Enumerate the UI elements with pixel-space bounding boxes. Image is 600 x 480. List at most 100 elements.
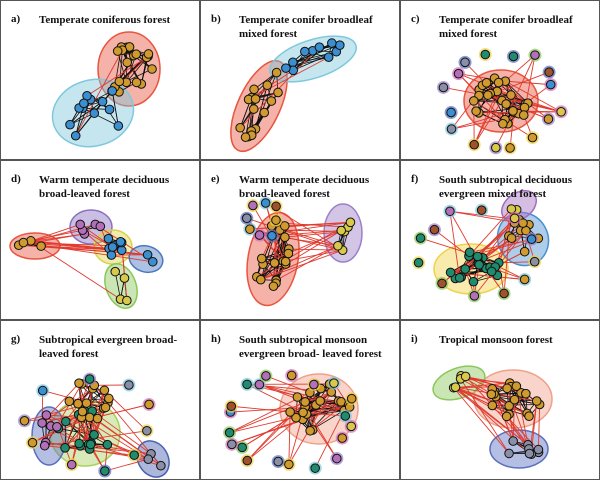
species-node bbox=[282, 64, 291, 73]
species-node bbox=[481, 50, 490, 59]
network-panel-a: a)Temperate coniferous forest bbox=[0, 0, 200, 160]
species-node bbox=[522, 389, 531, 398]
species-node bbox=[502, 412, 511, 421]
species-node bbox=[525, 449, 534, 458]
species-node bbox=[274, 88, 283, 97]
species-node bbox=[38, 386, 47, 395]
species-node bbox=[255, 380, 264, 389]
species-node bbox=[144, 50, 153, 59]
species-node bbox=[80, 99, 89, 108]
species-node bbox=[157, 461, 166, 470]
species-node bbox=[301, 47, 310, 56]
species-node bbox=[487, 390, 496, 399]
species-node bbox=[488, 401, 497, 410]
species-node bbox=[306, 426, 315, 435]
species-node bbox=[249, 105, 258, 114]
species-node bbox=[557, 107, 566, 116]
species-node bbox=[469, 277, 478, 286]
species-node bbox=[500, 289, 509, 298]
species-node bbox=[499, 119, 508, 128]
species-node bbox=[473, 252, 482, 261]
species-node bbox=[455, 274, 464, 283]
species-node bbox=[243, 456, 252, 465]
species-node bbox=[347, 422, 356, 431]
species-node bbox=[510, 395, 519, 404]
species-node bbox=[293, 393, 302, 402]
species-node bbox=[507, 234, 516, 243]
species-node bbox=[285, 460, 294, 469]
species-node bbox=[148, 257, 157, 266]
species-node bbox=[71, 131, 80, 140]
species-node bbox=[125, 381, 134, 390]
species-node bbox=[519, 111, 528, 120]
species-node bbox=[509, 52, 518, 61]
species-node bbox=[101, 403, 110, 412]
species-node bbox=[82, 399, 91, 408]
species-node bbox=[123, 296, 132, 305]
nodes bbox=[437, 48, 568, 154]
species-node bbox=[62, 417, 71, 426]
species-node bbox=[338, 434, 347, 443]
species-node bbox=[545, 68, 554, 77]
panel-label: c) bbox=[411, 13, 420, 25]
species-node bbox=[270, 259, 279, 268]
species-node bbox=[105, 394, 114, 403]
species-node bbox=[75, 439, 84, 448]
panel-label: i) bbox=[411, 333, 418, 345]
species-node bbox=[287, 371, 296, 380]
species-node bbox=[336, 41, 345, 50]
species-node bbox=[510, 214, 519, 223]
species-node bbox=[103, 440, 112, 449]
species-node bbox=[532, 397, 541, 406]
species-node bbox=[269, 282, 278, 291]
species-node bbox=[111, 267, 120, 276]
species-node bbox=[120, 274, 129, 283]
panel-title: Temperate conifer broadleaf mixed forest bbox=[439, 13, 597, 41]
species-node bbox=[289, 58, 298, 67]
species-node bbox=[465, 248, 474, 257]
species-node bbox=[487, 267, 496, 276]
species-node bbox=[19, 238, 28, 247]
species-node bbox=[472, 107, 481, 116]
species-node bbox=[439, 83, 448, 92]
species-node bbox=[78, 407, 87, 416]
species-node bbox=[101, 467, 110, 476]
panel-title: Tropical monsoon forest bbox=[439, 333, 597, 347]
panel-label: a) bbox=[11, 13, 20, 25]
species-node bbox=[544, 115, 553, 124]
species-node bbox=[116, 237, 125, 246]
species-node bbox=[315, 43, 324, 52]
species-node bbox=[272, 216, 281, 225]
species-node bbox=[286, 408, 295, 417]
network-panel-c: c) Temperate conifer broadleaf mixed fore… bbox=[400, 0, 600, 160]
species-node bbox=[20, 416, 29, 425]
species-node bbox=[241, 133, 250, 142]
species-node bbox=[76, 220, 85, 229]
species-node bbox=[525, 412, 534, 421]
species-node bbox=[75, 379, 84, 388]
species-node bbox=[531, 51, 540, 60]
species-node bbox=[243, 380, 252, 389]
species-node bbox=[446, 268, 455, 277]
panel-title: Warm temperate deciduous broad-leaved fo… bbox=[239, 173, 397, 201]
species-node bbox=[28, 438, 37, 447]
species-node bbox=[238, 443, 247, 452]
species-node bbox=[53, 422, 62, 431]
network-panel-d: d)Warm temperate deciduous broad-leaved … bbox=[0, 160, 200, 320]
species-node bbox=[260, 108, 269, 117]
network-panel-e: e)Warm temperate deciduous broad-leaved … bbox=[200, 160, 400, 320]
species-node bbox=[67, 460, 76, 469]
species-node bbox=[416, 234, 425, 243]
species-node bbox=[507, 91, 516, 100]
species-node bbox=[484, 91, 493, 100]
species-node bbox=[132, 50, 141, 59]
species-node bbox=[251, 95, 260, 104]
species-node bbox=[347, 394, 356, 403]
species-node bbox=[257, 254, 266, 263]
species-node bbox=[100, 386, 109, 395]
species-node bbox=[143, 426, 152, 435]
species-node bbox=[130, 451, 139, 460]
species-node bbox=[262, 372, 271, 381]
species-node bbox=[324, 53, 333, 62]
network-panel-g: g)Subtropical evergreen broad-leaved for… bbox=[0, 320, 200, 480]
